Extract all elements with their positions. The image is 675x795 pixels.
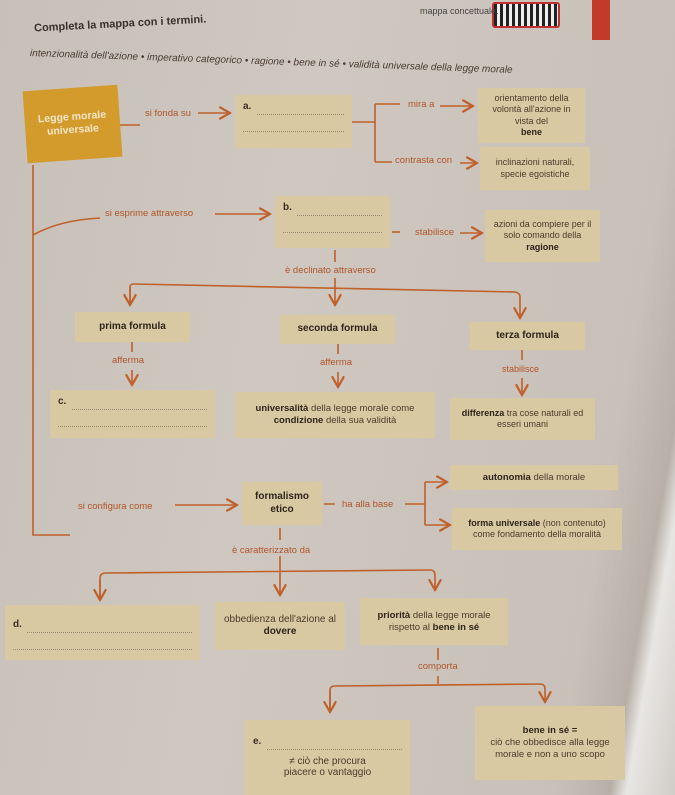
text: della legge morale rispetto al — [388, 609, 491, 633]
blank-b[interactable]: b. — [275, 196, 390, 248]
blank-c[interactable]: c. — [50, 390, 215, 438]
blank-c-label: c. — [58, 396, 67, 407]
link-caratterizzato: è caratterizzato da — [232, 545, 311, 556]
node-universalita: universalità della legge morale come con… — [235, 392, 435, 438]
red-tab — [592, 0, 610, 40]
text: orientamento della volontà all'azione in… — [492, 93, 571, 126]
node-autonomia: autonomia della morale — [450, 465, 618, 490]
root-node: Legge morale universale — [22, 84, 123, 164]
node-orientamento: orientamento della volontà all'azione in… — [478, 88, 585, 143]
text: della legge morale come — [308, 403, 415, 415]
qr-code — [492, 2, 560, 28]
text-bold: differenza — [461, 407, 505, 418]
blank-d[interactable]: d. — [5, 605, 200, 660]
text: azioni da compiere per il solo comando d… — [493, 219, 592, 241]
text-bold: ragione — [526, 241, 559, 252]
blank-e-label: e. — [253, 736, 262, 747]
text-bold: bene in sé = — [522, 725, 578, 737]
node-prima-formula: prima formula — [75, 312, 190, 342]
node-forma-universale: forma universale (non contenuto) come fo… — [452, 508, 622, 550]
link-stabilisce: stabilisce — [415, 227, 455, 238]
text: obbedienza dell'azione al — [224, 613, 336, 625]
node-formalismo: formalismo etico — [242, 482, 322, 525]
blank-a[interactable]: a. — [235, 95, 352, 148]
text-bold: forma universale — [468, 517, 541, 528]
node-obbedienza: obbedienza dell'azione al dovere — [215, 602, 345, 650]
text-bold: universalità — [255, 403, 309, 415]
blank-e[interactable]: e. ≠ ciò che procura piacere o vantaggio — [245, 720, 410, 795]
node-inclinazioni: inclinazioni naturali, specie egoistiche — [480, 147, 590, 190]
node-priorita: priorità della legge morale rispetto al … — [360, 598, 508, 645]
link-ha-alla-base: ha alla base — [342, 499, 394, 510]
blank-b-label: b. — [283, 202, 292, 213]
link-afferma-1: afferma — [112, 355, 145, 366]
text: ciò che obbedisce alla legge morale e no… — [490, 737, 610, 760]
link-si-esprime: si esprime attraverso — [105, 208, 194, 219]
text-bold: dovere — [263, 626, 297, 637]
link-contrasta-con: contrasta con — [395, 155, 453, 166]
link-mira-a: mira a — [408, 99, 435, 110]
link-si-fonda-su: si fonda su — [145, 108, 191, 119]
link-afferma-2: afferma — [320, 357, 353, 368]
text: (non contenuto) come fondamento della mo… — [472, 517, 606, 539]
text-bold: autonomia — [482, 471, 531, 483]
link-stabilisce-2: stabilisce — [502, 364, 540, 374]
text: tra cose naturali ed esseri umani — [496, 407, 584, 429]
blank-d-label: d. — [13, 619, 22, 630]
node-e-text: ≠ ciò che procura piacere o vantaggio — [283, 756, 372, 778]
link-comporta: comporta — [418, 661, 458, 672]
text-bold: bene in sé — [432, 621, 480, 633]
node-seconda-formula: seconda formula — [280, 315, 395, 344]
text-bold: bene — [520, 126, 542, 137]
link-si-configura: si configura come — [78, 501, 153, 512]
link-declinato: è declinato attraverso — [285, 265, 376, 276]
text: della sua validità — [323, 415, 397, 426]
text: della morale — [530, 471, 586, 483]
node-differenza: differenza tra cose naturali ed esseri u… — [450, 398, 595, 440]
blank-a-label: a. — [243, 101, 252, 112]
node-bene-in-se: bene in sé =ciò che obbedisce alla legge… — [475, 706, 625, 780]
text-bold: priorità — [377, 609, 411, 621]
map-label: mappa concettuale. — [420, 6, 499, 16]
text-bold: condizione — [273, 415, 324, 426]
node-azioni: azioni da compiere per il solo comando d… — [485, 210, 600, 262]
node-terza-formula: terza formula — [470, 322, 585, 350]
